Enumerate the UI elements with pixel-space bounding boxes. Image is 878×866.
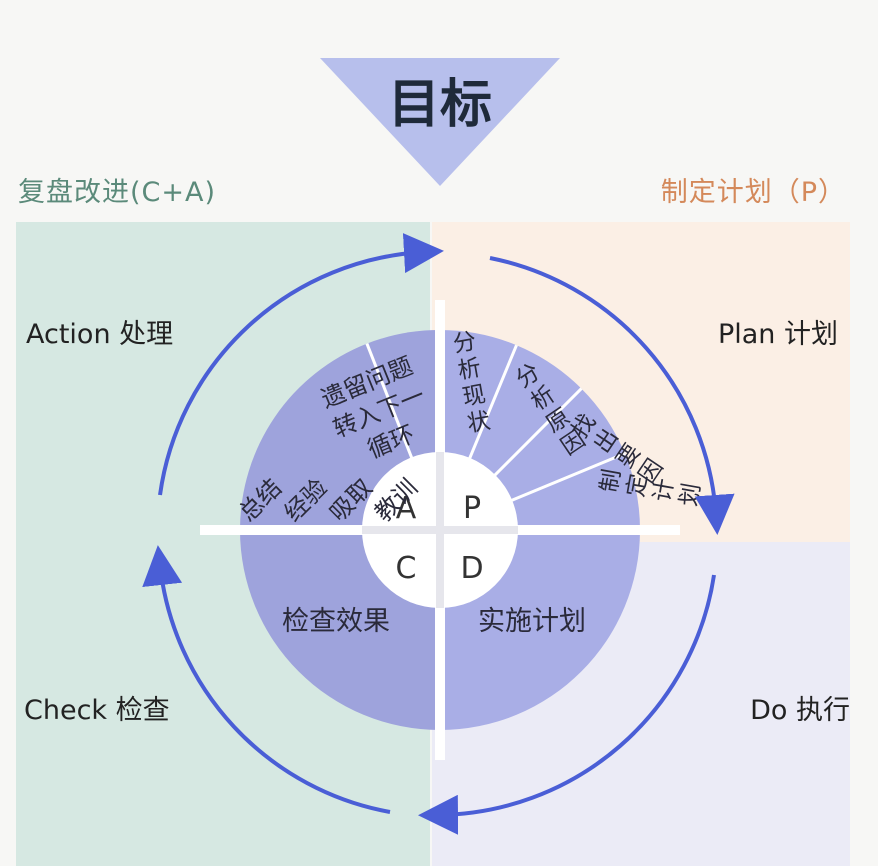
plan-step-char: 析 [456, 355, 483, 385]
plan-step-char: 制 [596, 467, 626, 494]
phase-check-label: Check 检查 [24, 695, 170, 726]
center-letter-c: C [396, 551, 417, 586]
plan-step-char: 划 [676, 481, 706, 508]
check-text: 检查效果 [282, 606, 390, 637]
center-letter-p: P [463, 491, 481, 526]
phase-plan-label: Plan 计划 [717, 319, 838, 350]
plan-step-1: 分 析 现 状 [451, 328, 492, 437]
arrow-action-to-plan [158, 233, 444, 496]
arrow-check-to-action [142, 545, 391, 814]
goal-label: 目标 [388, 75, 492, 135]
plan-step-char: 分 [451, 328, 478, 358]
plan-step-char: 现 [461, 381, 488, 411]
plan-step-4: 制 定 计 划 [596, 467, 705, 508]
right-header: 制定计划（P） [660, 177, 846, 208]
arrow-do-to-check [418, 574, 716, 835]
do-text: 实施计划 [478, 606, 586, 637]
goal-triangle [320, 58, 560, 186]
phase-do-label: Do 执行 [750, 695, 850, 726]
center-letter-d: D [460, 551, 483, 586]
plan-step-char: 计 [649, 477, 679, 504]
center-letter-a: A [396, 491, 417, 526]
plan-step-char: 状 [465, 408, 492, 438]
arrow-plan-to-do [489, 256, 735, 535]
plan-step-char: 定 [623, 472, 653, 499]
left-header: 复盘改进(C+A) [18, 177, 217, 208]
phase-action-label: Action 处理 [26, 319, 174, 350]
